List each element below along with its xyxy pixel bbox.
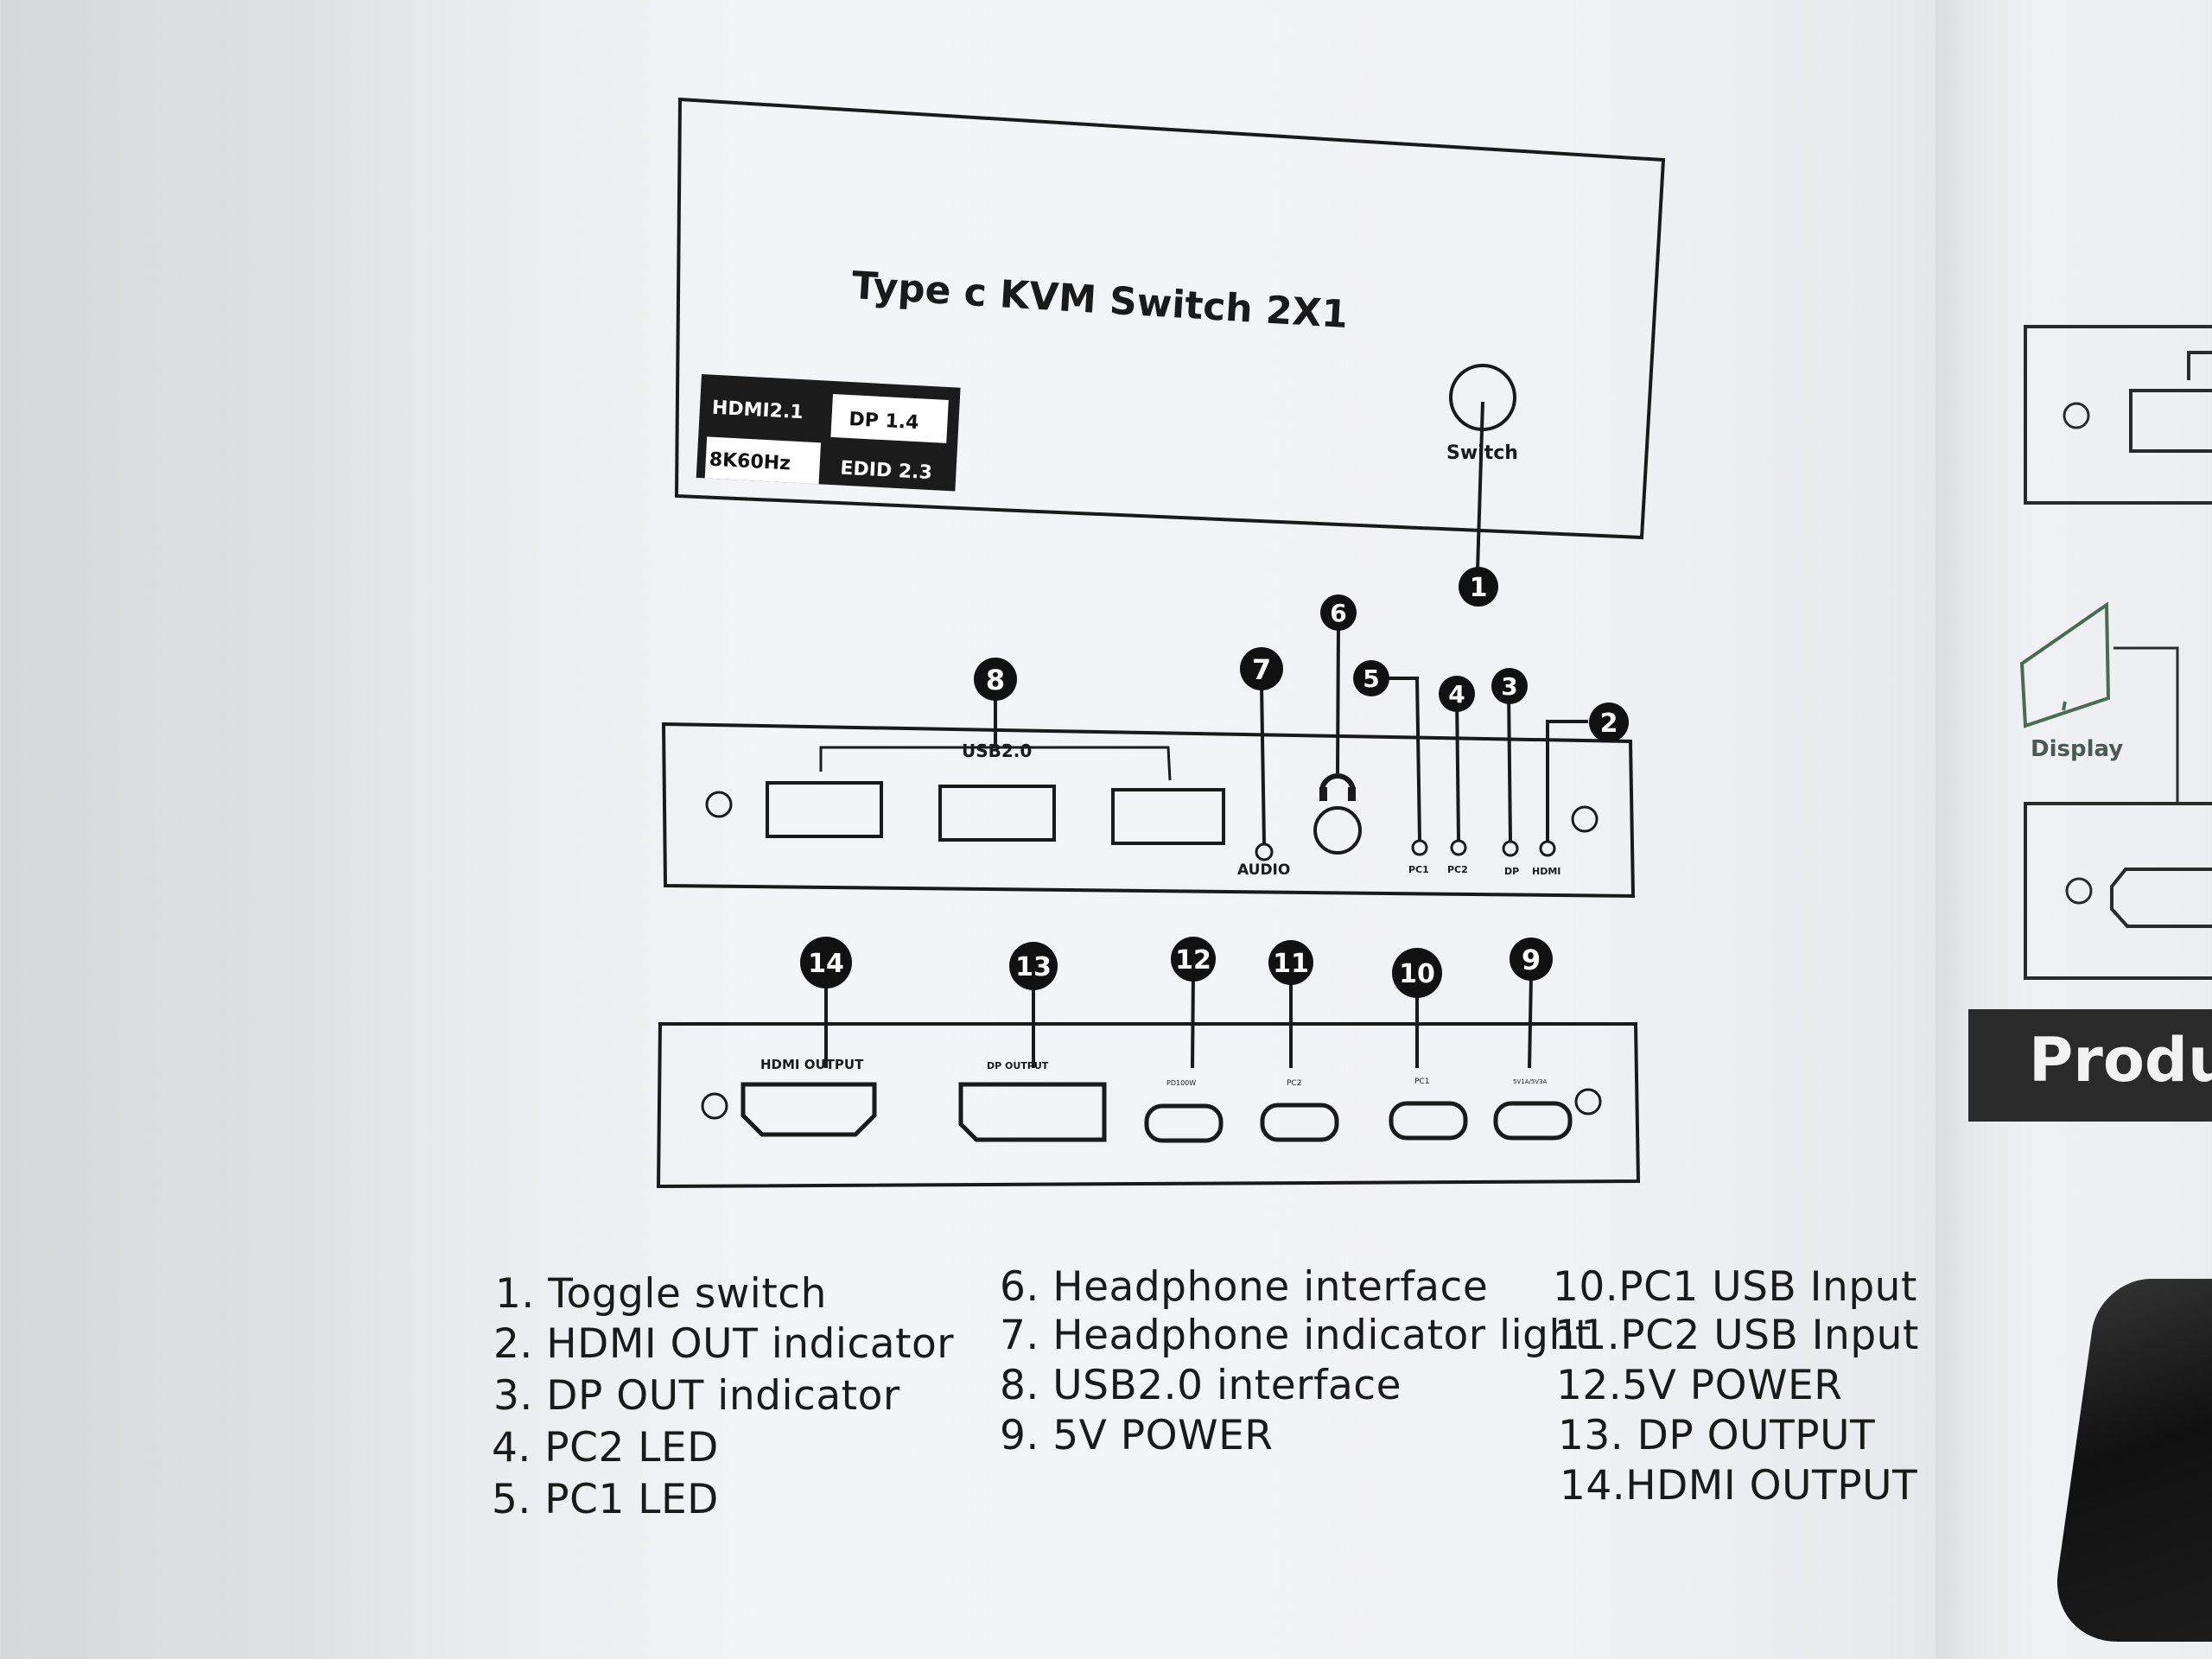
svg-text:9: 9 (1522, 944, 1541, 976)
led-dp (1502, 840, 1519, 857)
led-label-dp: DP (1504, 866, 1519, 877)
hdmi-output-label: HDMI OUTPUT (760, 1057, 864, 1072)
headphone-jack (1313, 806, 1362, 855)
badge-dp: DP 1.4 (849, 409, 919, 434)
callout-5: 5 (1353, 660, 1389, 696)
callout-10: 10 (1392, 948, 1442, 998)
svg-text:5: 5 (1363, 664, 1379, 693)
led-pc2 (1450, 839, 1467, 856)
legend-item: 11.PC2 USB Input (1554, 1312, 1919, 1359)
product-banner (1968, 1009, 2212, 1122)
svg-text:10: 10 (1399, 959, 1435, 989)
legend-item: 8. USB2.0 interface (1000, 1362, 1402, 1409)
audio-label: AUDIO (1237, 861, 1290, 879)
usb-label: USB2.0 (962, 741, 1032, 761)
device-title: Type c KVM Switch 2X1 (850, 264, 1349, 337)
display-label: Display (2031, 736, 2124, 762)
led-label-pc1: PC1 (1408, 864, 1429, 875)
legend-item: 7. Headphone indicator light (1000, 1312, 1592, 1359)
callout-6: 6 (1320, 594, 1357, 631)
legend-item: 1. Toggle switch (495, 1270, 827, 1318)
svg-text:6: 6 (1330, 599, 1346, 627)
legend-item: 2. HDMI OUT indicator (493, 1320, 955, 1368)
callout-11: 11 (1268, 940, 1313, 985)
svg-text:12: 12 (1175, 945, 1211, 976)
product-banner-text: Produ (2029, 1025, 2212, 1096)
callout-1: 1 (1459, 567, 1498, 607)
top-view: Type c KVM Switch 2X1 HDMI2.1 DP 1.4 8K6… (674, 97, 1666, 571)
screw-hole-right (1571, 805, 1599, 833)
callout-2: 2 (1589, 702, 1629, 742)
svg-text:13: 13 (1015, 952, 1052, 982)
svg-text:4: 4 (1448, 680, 1465, 709)
callout-4: 4 (1439, 676, 1475, 712)
callout-7: 7 (1240, 647, 1283, 690)
legend-item: 14.HDMI OUTPUT (1560, 1462, 1918, 1510)
legend-item: 13. DP OUTPUT (1558, 1412, 1876, 1459)
legend-item: 5. PC1 LED (492, 1476, 719, 1523)
svg-text:11: 11 (1273, 949, 1309, 979)
svg-text:14: 14 (808, 949, 844, 979)
callout-14: 14 (800, 937, 852, 988)
usb-port-1 (766, 781, 883, 838)
led-pc1 (1411, 839, 1428, 856)
callout-badges: 1 2 3 4 5 6 7 8 9 10 11 12 13 14 (800, 567, 1629, 998)
side-page (2019, 325, 2212, 980)
legend-item: 9. 5V POWER (1000, 1412, 1274, 1459)
pc1-port-label: PC1 (1414, 1077, 1429, 1086)
led-label-hdmi: HDMI (1532, 866, 1560, 877)
usbc-power-port (1493, 1101, 1573, 1141)
badge-resolution: 8K60Hz (709, 449, 791, 475)
dp-output-port (958, 1082, 1107, 1142)
badge-edid: EDID 2.3 (840, 458, 933, 485)
callout-12: 12 (1171, 937, 1216, 982)
page-fold-shadow (1936, 0, 1970, 1659)
led-label-pc2: PC2 (1447, 864, 1468, 875)
usbc-pc1-port (1389, 1101, 1468, 1141)
dp-output-label: DP OUTPUT (987, 1060, 1049, 1071)
callout-9: 9 (1510, 938, 1553, 981)
callout-13: 13 (1009, 942, 1058, 990)
svg-text:3: 3 (1501, 672, 1517, 701)
svg-text:1: 1 (1470, 573, 1488, 603)
callout-3: 3 (1491, 668, 1528, 704)
hdmi-output-port (741, 1082, 877, 1137)
callout-8: 8 (974, 658, 1017, 701)
svg-text:7: 7 (1252, 653, 1271, 686)
usbc-pc2-port (1260, 1103, 1339, 1142)
display-icon (2019, 601, 2111, 728)
headphone-icon (1319, 773, 1356, 801)
screw-hole-left (701, 1092, 728, 1120)
svg-text:2: 2 (1600, 709, 1618, 739)
usb-port-3 (1111, 788, 1225, 845)
pd-port-label: PD100W (1166, 1079, 1196, 1087)
audio-indicator (1255, 842, 1274, 861)
usb-port-2 (938, 785, 1056, 842)
usbc-pd-port (1144, 1103, 1224, 1143)
led-hdmi (1539, 840, 1556, 857)
badge-hdmi: HDMI2.1 (711, 397, 804, 423)
screw-hole-right (1574, 1088, 1602, 1116)
front-panel: USB2.0 AUDIO PC1 PC2 DP HDMI (661, 621, 1636, 899)
screw-hole-left (705, 791, 733, 818)
spec-badge-block: HDMI2.1 DP 1.4 8K60Hz EDID 2.3 (696, 374, 961, 492)
pc2-port-label: PC2 (1287, 1079, 1301, 1088)
legend-item: 10.PC1 USB Input (1553, 1263, 1917, 1311)
legend-item: 4. PC2 LED (492, 1424, 719, 1471)
svg-text:8: 8 (986, 664, 1005, 696)
power-port-label: 5V1A/5V3A (1513, 1078, 1548, 1085)
back-panel: HDMI OUTPUT DP OUTPUT PD100W PC2 PC1 5V1… (656, 971, 1641, 1189)
legend-item: 6. Headphone interface (1000, 1263, 1489, 1311)
legend-item: 3. DP OUT indicator (493, 1372, 900, 1420)
legend-item: 12.5V POWER (1556, 1362, 1843, 1409)
